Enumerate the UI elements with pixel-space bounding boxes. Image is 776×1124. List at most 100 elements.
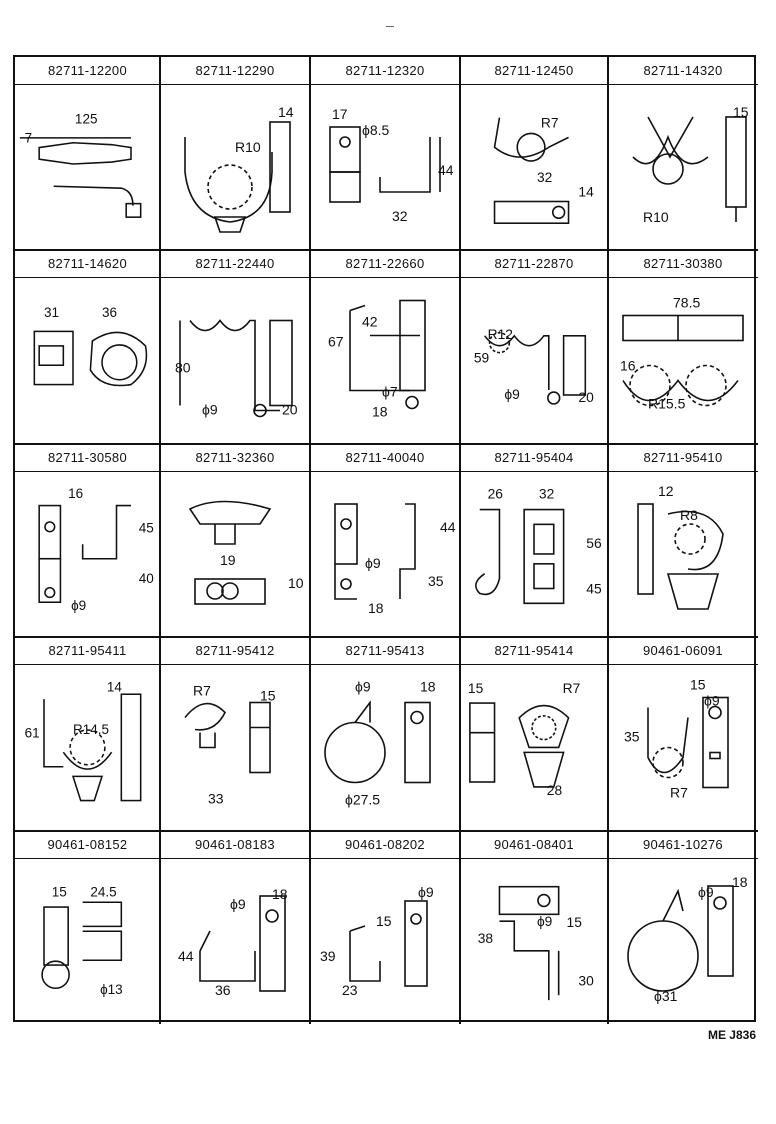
dimension-label: R8: [680, 507, 698, 523]
dimension-label: 32: [539, 486, 554, 502]
dimension-label: 80: [175, 360, 191, 376]
grid-line-vertical: [309, 57, 311, 1024]
dimension-label: 20: [282, 402, 298, 418]
part-number: 82711-12200: [48, 63, 127, 78]
dimension-label: 32: [392, 208, 408, 224]
dimension-label: 35: [624, 729, 640, 745]
top-mark: [386, 26, 394, 27]
part-outline: [324, 700, 431, 784]
dimension-label: 36: [215, 982, 231, 998]
dimension-label: 14: [107, 679, 123, 694]
sheet-code: ME J836: [707, 1028, 756, 1042]
dimension-label: R14.5: [73, 722, 109, 737]
part-outline: [647, 696, 729, 789]
dimension-label: ϕ9: [537, 913, 553, 929]
dimension-label: 7: [25, 131, 33, 146]
part-number: 82711-95410: [643, 450, 723, 465]
dimension-label: 28: [547, 782, 563, 798]
dimension-label: 12: [658, 483, 674, 499]
dimension-label: 40: [139, 571, 154, 586]
part-number: 82711-14320: [643, 63, 723, 78]
part-number: 82711-22440: [195, 256, 275, 271]
dimension-label: R7: [670, 785, 688, 801]
part-outline: [469, 702, 570, 788]
dimension-label: R7: [541, 114, 559, 130]
dimension-label: 18: [420, 679, 436, 695]
part-outline: [19, 137, 142, 218]
part-outline: [184, 701, 271, 774]
grid-line-horizontal: [15, 443, 758, 445]
part-outline: [349, 900, 428, 987]
dimension-label: 38: [478, 930, 494, 946]
dimension-label: 61: [25, 726, 40, 741]
part-number: 90461-08152: [47, 837, 128, 852]
dimension-label: R10: [643, 209, 669, 225]
part-number: 90461-08183: [195, 837, 275, 852]
dimension-label: 44: [440, 519, 456, 535]
dimension-label: 16: [68, 486, 83, 501]
dimension-label: ϕ9: [202, 402, 218, 418]
part-number: 82711-22870: [494, 256, 574, 271]
header-divider: [15, 664, 758, 665]
dimension-label: 67: [328, 334, 344, 350]
part-outline: [484, 332, 587, 405]
dimension-label: ϕ9: [698, 884, 714, 900]
part-outline: [184, 121, 291, 233]
grid-line-vertical: [607, 57, 609, 1024]
part-number: 82711-40040: [345, 450, 425, 465]
part-outline: [637, 503, 724, 610]
part-number: 82711-95412: [195, 643, 275, 658]
dimension-label: 15: [567, 914, 583, 930]
part-number: 82711-32360: [195, 450, 275, 465]
dimension-label: ϕ7: [382, 384, 398, 400]
part-number: 82711-12320: [345, 63, 425, 78]
grid-line-horizontal: [15, 830, 758, 832]
dimension-label: R10: [235, 139, 261, 155]
dimension-label: 36: [102, 305, 117, 320]
part-outline: [33, 330, 148, 387]
part-number: 82711-30580: [48, 450, 127, 465]
dimension-label: ϕ31: [654, 988, 678, 1004]
part-outline: [199, 895, 286, 992]
dimension-label: R7: [563, 680, 581, 696]
part-number: 82711-14620: [48, 256, 127, 271]
dimension-label: 26: [488, 486, 504, 502]
dimension-label: R12: [488, 326, 513, 342]
part-outline: [188, 500, 272, 605]
dimension-label: ϕ9: [704, 693, 720, 709]
dimension-label: 18: [272, 886, 288, 902]
dimension-label: 15: [468, 680, 484, 696]
part-outline: [632, 116, 747, 222]
grid-line-vertical: [459, 57, 461, 1024]
header-divider: [15, 84, 758, 85]
